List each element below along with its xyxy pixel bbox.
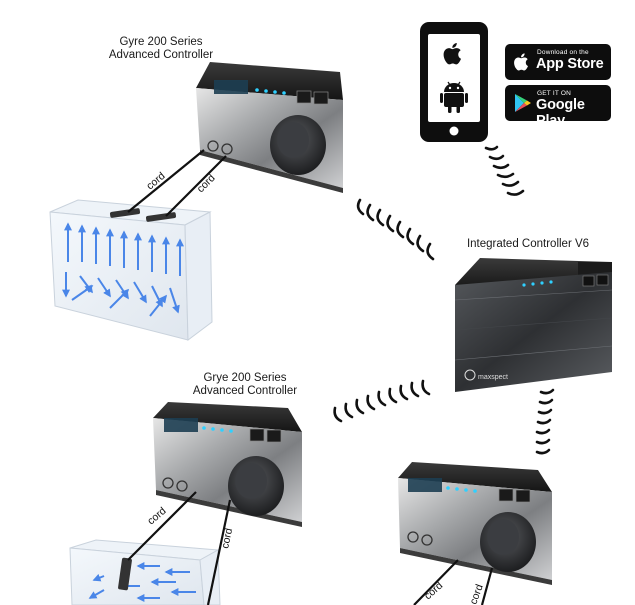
apple-icon <box>443 43 461 65</box>
smartphone-icon <box>420 22 488 142</box>
google-play-small-text: GET IT ON <box>537 90 572 97</box>
app-store-small-text: Download on the <box>537 49 589 56</box>
aquarium-tank-bottom <box>69 539 221 605</box>
gyre-top-label-line1: Gyre 200 Series <box>119 36 203 48</box>
gyre-top-label: Gyre 200 Series Advanced Controller <box>96 36 226 62</box>
integrated-controller-logo: maxspect <box>478 374 508 381</box>
cord-label: cord <box>219 527 235 550</box>
gyre-bottom-label: Grye 200 Series Advanced Controller <box>180 372 310 398</box>
aquarium-tank-top <box>49 199 213 341</box>
google-play-icon <box>515 94 531 112</box>
wifi-wave-icon <box>535 388 555 455</box>
android-icon <box>440 81 468 113</box>
app-store-badge[interactable]: Download on the App Store <box>505 44 611 80</box>
google-play-badge[interactable]: GET IT ON Google Play <box>505 85 611 129</box>
wifi-wave-icon <box>356 198 435 261</box>
gyre-controller-bottom-right <box>398 462 552 585</box>
cord-label: cord <box>468 583 486 605</box>
gyre-bottom-label-line2: Advanced Controller <box>192 385 298 397</box>
cord-label: cord <box>422 580 445 603</box>
wifi-wave-icon <box>484 145 525 196</box>
cord-label: cord <box>195 172 218 195</box>
apple-icon <box>514 53 528 71</box>
cord-label: cord <box>144 170 167 192</box>
gyre-top-label-line2: Advanced Controller <box>108 49 214 61</box>
google-play-big-text: Google Play <box>536 97 585 129</box>
gyre-controller-top <box>196 62 343 193</box>
gyre-bottom-label-line1: Grye 200 Series <box>203 372 287 384</box>
gyre-controller-bottom-left <box>153 402 302 527</box>
wifi-wave-icon <box>333 379 431 423</box>
integrated-controller-label: Integrated Controller V6 <box>466 238 590 250</box>
app-store-big-text: App Store <box>536 56 604 72</box>
integrated-controller-device: maxspect <box>454 258 613 392</box>
cord-label: cord <box>145 505 168 527</box>
